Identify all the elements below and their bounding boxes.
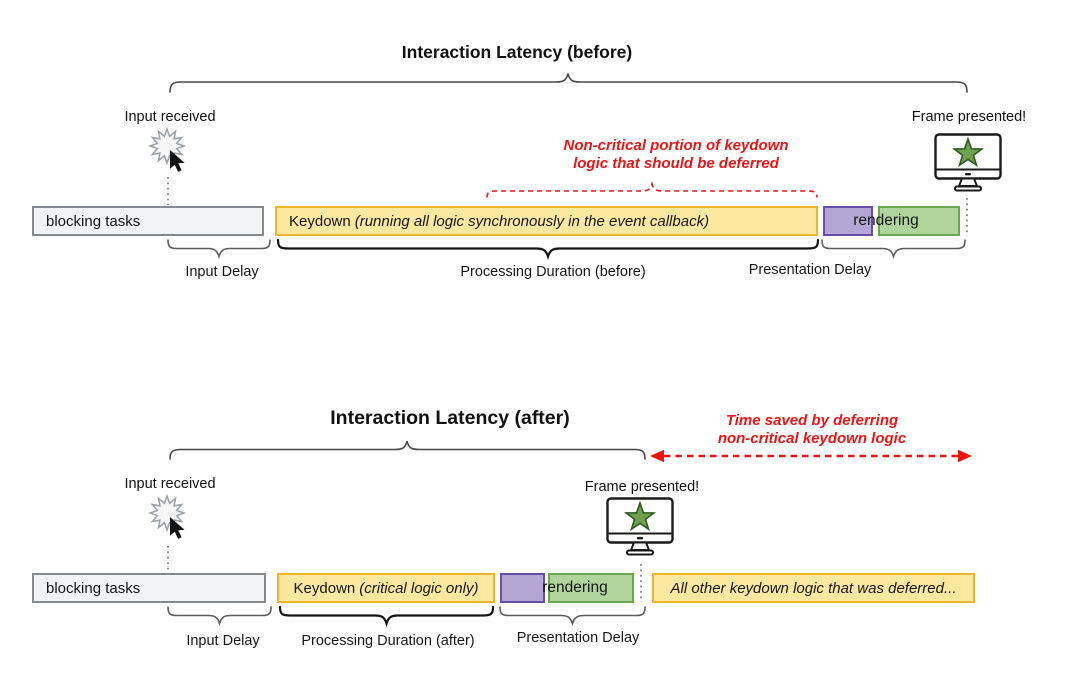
presentation-delay-label-after: Presentation Delay <box>516 630 640 646</box>
input-received-label-before: Input received <box>124 109 216 125</box>
keydown-bar-after: Keydown (critical logic only) <box>277 573 495 603</box>
blocking-tasks-bar-after: blocking tasks <box>32 573 266 603</box>
red-dashed-brace <box>486 180 818 198</box>
star-icon <box>951 136 985 168</box>
input-received-label-after: Input received <box>124 476 216 492</box>
input-delay-label-before: Input Delay <box>185 264 259 280</box>
brace-presentation-delay-after <box>499 606 646 627</box>
click-burst-icon-after <box>147 493 187 539</box>
brace-interaction-latency-after <box>169 440 646 460</box>
time-saved-annotation-line1: Time saved by deferring <box>725 412 899 429</box>
frame-presented-label-before: Frame presented! <box>911 109 1027 125</box>
rendering-bar-before <box>878 206 960 236</box>
cursor-icon <box>170 517 185 539</box>
processing-duration-label-after: Processing Duration (after) <box>301 633 475 649</box>
before-title: Interaction Latency (before) <box>401 42 633 62</box>
keydown-text: Keydown <box>289 212 351 230</box>
non-critical-annotation-line1: Non-critical portion of keydown <box>563 137 789 154</box>
blocking-tasks-text: blocking tasks <box>46 579 141 597</box>
deferred-logic-text: All other keydown logic that was deferre… <box>670 579 957 597</box>
presentation-delay-label-before: Presentation Delay <box>748 262 872 278</box>
input-delay-label-after: Input Delay <box>186 633 260 649</box>
processing-duration-label-before: Processing Duration (before) <box>460 264 646 280</box>
star-icon <box>623 500 657 532</box>
brace-presentation-delay-before <box>821 239 966 260</box>
blocking-tasks-bar-before: blocking tasks <box>32 206 264 236</box>
monitor-icon-before <box>934 133 1002 192</box>
after-title: Interaction Latency (after) <box>330 407 570 429</box>
monitor-icon-after <box>606 497 674 556</box>
deferred-logic-bar: All other keydown logic that was deferre… <box>652 573 975 603</box>
click-burst-icon <box>147 126 187 172</box>
style-layout-bar-before <box>823 206 873 236</box>
brace-processing-duration-after <box>278 605 495 628</box>
blocking-tasks-text: blocking tasks <box>46 212 141 230</box>
red-time-saved-arrow <box>650 449 972 463</box>
brace-input-delay-before <box>167 239 271 260</box>
rendering-text-after: rendering <box>542 579 608 596</box>
frame-presented-label-after: Frame presented! <box>584 479 700 495</box>
keydown-text: Keydown <box>293 579 356 597</box>
rendering-bar-after <box>548 573 634 603</box>
keydown-italic-text: (critical logic only) <box>359 579 479 597</box>
cursor-icon <box>170 150 185 172</box>
non-critical-annotation-line2: logic that should be deferred <box>573 155 779 172</box>
style-layout-bar-after <box>500 573 545 603</box>
time-saved-annotation-line2: non-critical keydown logic <box>717 430 907 447</box>
brace-input-delay-after <box>167 606 272 627</box>
brace-interaction-latency-before <box>169 73 968 93</box>
brace-processing-duration-before <box>276 238 820 261</box>
rendering-text-before: rendering <box>853 212 919 229</box>
keydown-italic-text: (running all logic synchronously in the … <box>354 212 710 230</box>
keydown-bar-before: Keydown (running all logic synchronously… <box>275 206 818 236</box>
